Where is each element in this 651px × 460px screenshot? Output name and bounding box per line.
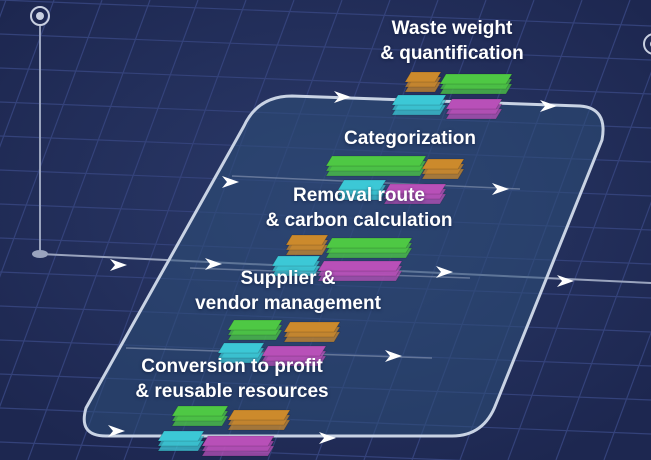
grid-line <box>27 0 199 460</box>
arrow-icon <box>557 275 574 287</box>
grid-line <box>507 71 651 460</box>
arrow-icon <box>205 258 222 270</box>
block-layer <box>325 155 427 167</box>
stage-line: vendor management <box>195 293 381 314</box>
block-layer <box>383 183 447 195</box>
block-layer <box>391 94 447 106</box>
block-layer <box>439 73 513 85</box>
stage-label-conversion: Conversion to profit & reusable resource… <box>124 354 340 404</box>
grid-line <box>0 0 651 27</box>
block-layer <box>271 255 321 267</box>
flow-arrows <box>108 91 574 444</box>
stage-label-supplier-vendor: Supplier & vendor management <box>178 266 398 316</box>
arrow-icon <box>222 176 239 188</box>
block-layer <box>404 71 442 83</box>
stage-line: Categorization <box>344 128 476 149</box>
stage-line: Waste weight <box>391 18 513 39</box>
block-layer <box>227 409 291 421</box>
block-layer <box>445 98 503 110</box>
block-layer <box>317 260 403 272</box>
arrow-icon <box>385 350 402 362</box>
stage-line: Supplier & <box>240 268 336 289</box>
data-blocks <box>157 71 513 457</box>
arrow-icon <box>540 100 557 112</box>
arrow-icon <box>492 183 509 195</box>
grid-line <box>0 67 651 95</box>
grid-line <box>0 0 151 408</box>
stage-line: & reusable resources <box>135 381 329 402</box>
arrow-icon <box>319 432 336 444</box>
stage-label-waste-weight: Waste weight & quantification <box>372 16 532 66</box>
arrow-icon <box>334 91 351 103</box>
block-layer <box>201 435 275 447</box>
arrow-icon <box>108 425 125 437</box>
rail-node-right <box>643 33 651 55</box>
grid-line <box>0 0 103 278</box>
stage-line: Conversion to profit <box>141 356 323 377</box>
grid-line <box>0 441 466 460</box>
grid-line <box>603 331 651 460</box>
block-layer <box>261 345 327 357</box>
block-layer <box>227 319 283 331</box>
grid-line <box>0 0 55 148</box>
rail-node-top <box>30 6 50 26</box>
rail-node-top-dot <box>36 12 44 20</box>
block-layer <box>171 405 229 417</box>
block-layer <box>421 158 465 170</box>
stage-line: & quantification <box>380 43 524 64</box>
block-layer <box>157 430 205 442</box>
stage-label-categorization: Categorization <box>330 126 490 151</box>
arrow-icon <box>110 259 127 271</box>
block-layer <box>217 342 265 354</box>
block-layer <box>283 321 341 333</box>
block-layer <box>337 179 387 191</box>
arrow-icon <box>436 266 453 278</box>
block-layer <box>285 234 329 246</box>
grid-line <box>555 201 651 460</box>
block-layer <box>325 237 413 249</box>
stage-label-removal-route: Removal route & carbon calculation <box>250 183 468 233</box>
stage-line: Removal route <box>293 185 425 206</box>
grid-line <box>0 33 651 61</box>
stage-line: & carbon calculation <box>265 210 453 231</box>
